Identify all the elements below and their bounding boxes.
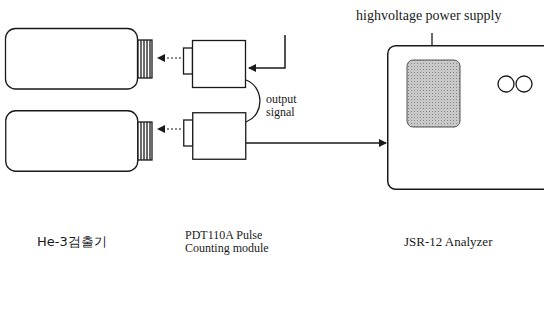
- part-caption: He-3검출기: [37, 235, 107, 249]
- analyzer-box: JSR-12 Analyzer: [387, 45, 544, 190]
- part-caption: JSR-12 Analyzer: [404, 235, 492, 249]
- analyzer-cable: [431, 33, 432, 45]
- detector-cylinder: He-3검출기: [5, 110, 153, 172]
- pulse-module: [184, 41, 246, 88]
- signal-cable: [246, 80, 260, 122]
- hv-wire: [249, 35, 285, 68]
- analyzer-box-outline: [387, 45, 544, 190]
- part-caption: PDT110A Pulse Counting module: [185, 229, 275, 256]
- detector-cylinder-outline: [5, 110, 153, 172]
- signal-arrow: [246, 142, 386, 144]
- plug-arrow: [158, 58, 181, 59]
- detector-cylinder: [6, 29, 153, 90]
- signal-label: output signal: [266, 93, 312, 119]
- pulse-module: PDT110A Pulse Counting module: [183, 112, 246, 160]
- pulse-module-outline: [183, 112, 246, 160]
- plug-arrow: [158, 129, 181, 130]
- supply-label: highvoltage power supply: [356, 8, 501, 23]
